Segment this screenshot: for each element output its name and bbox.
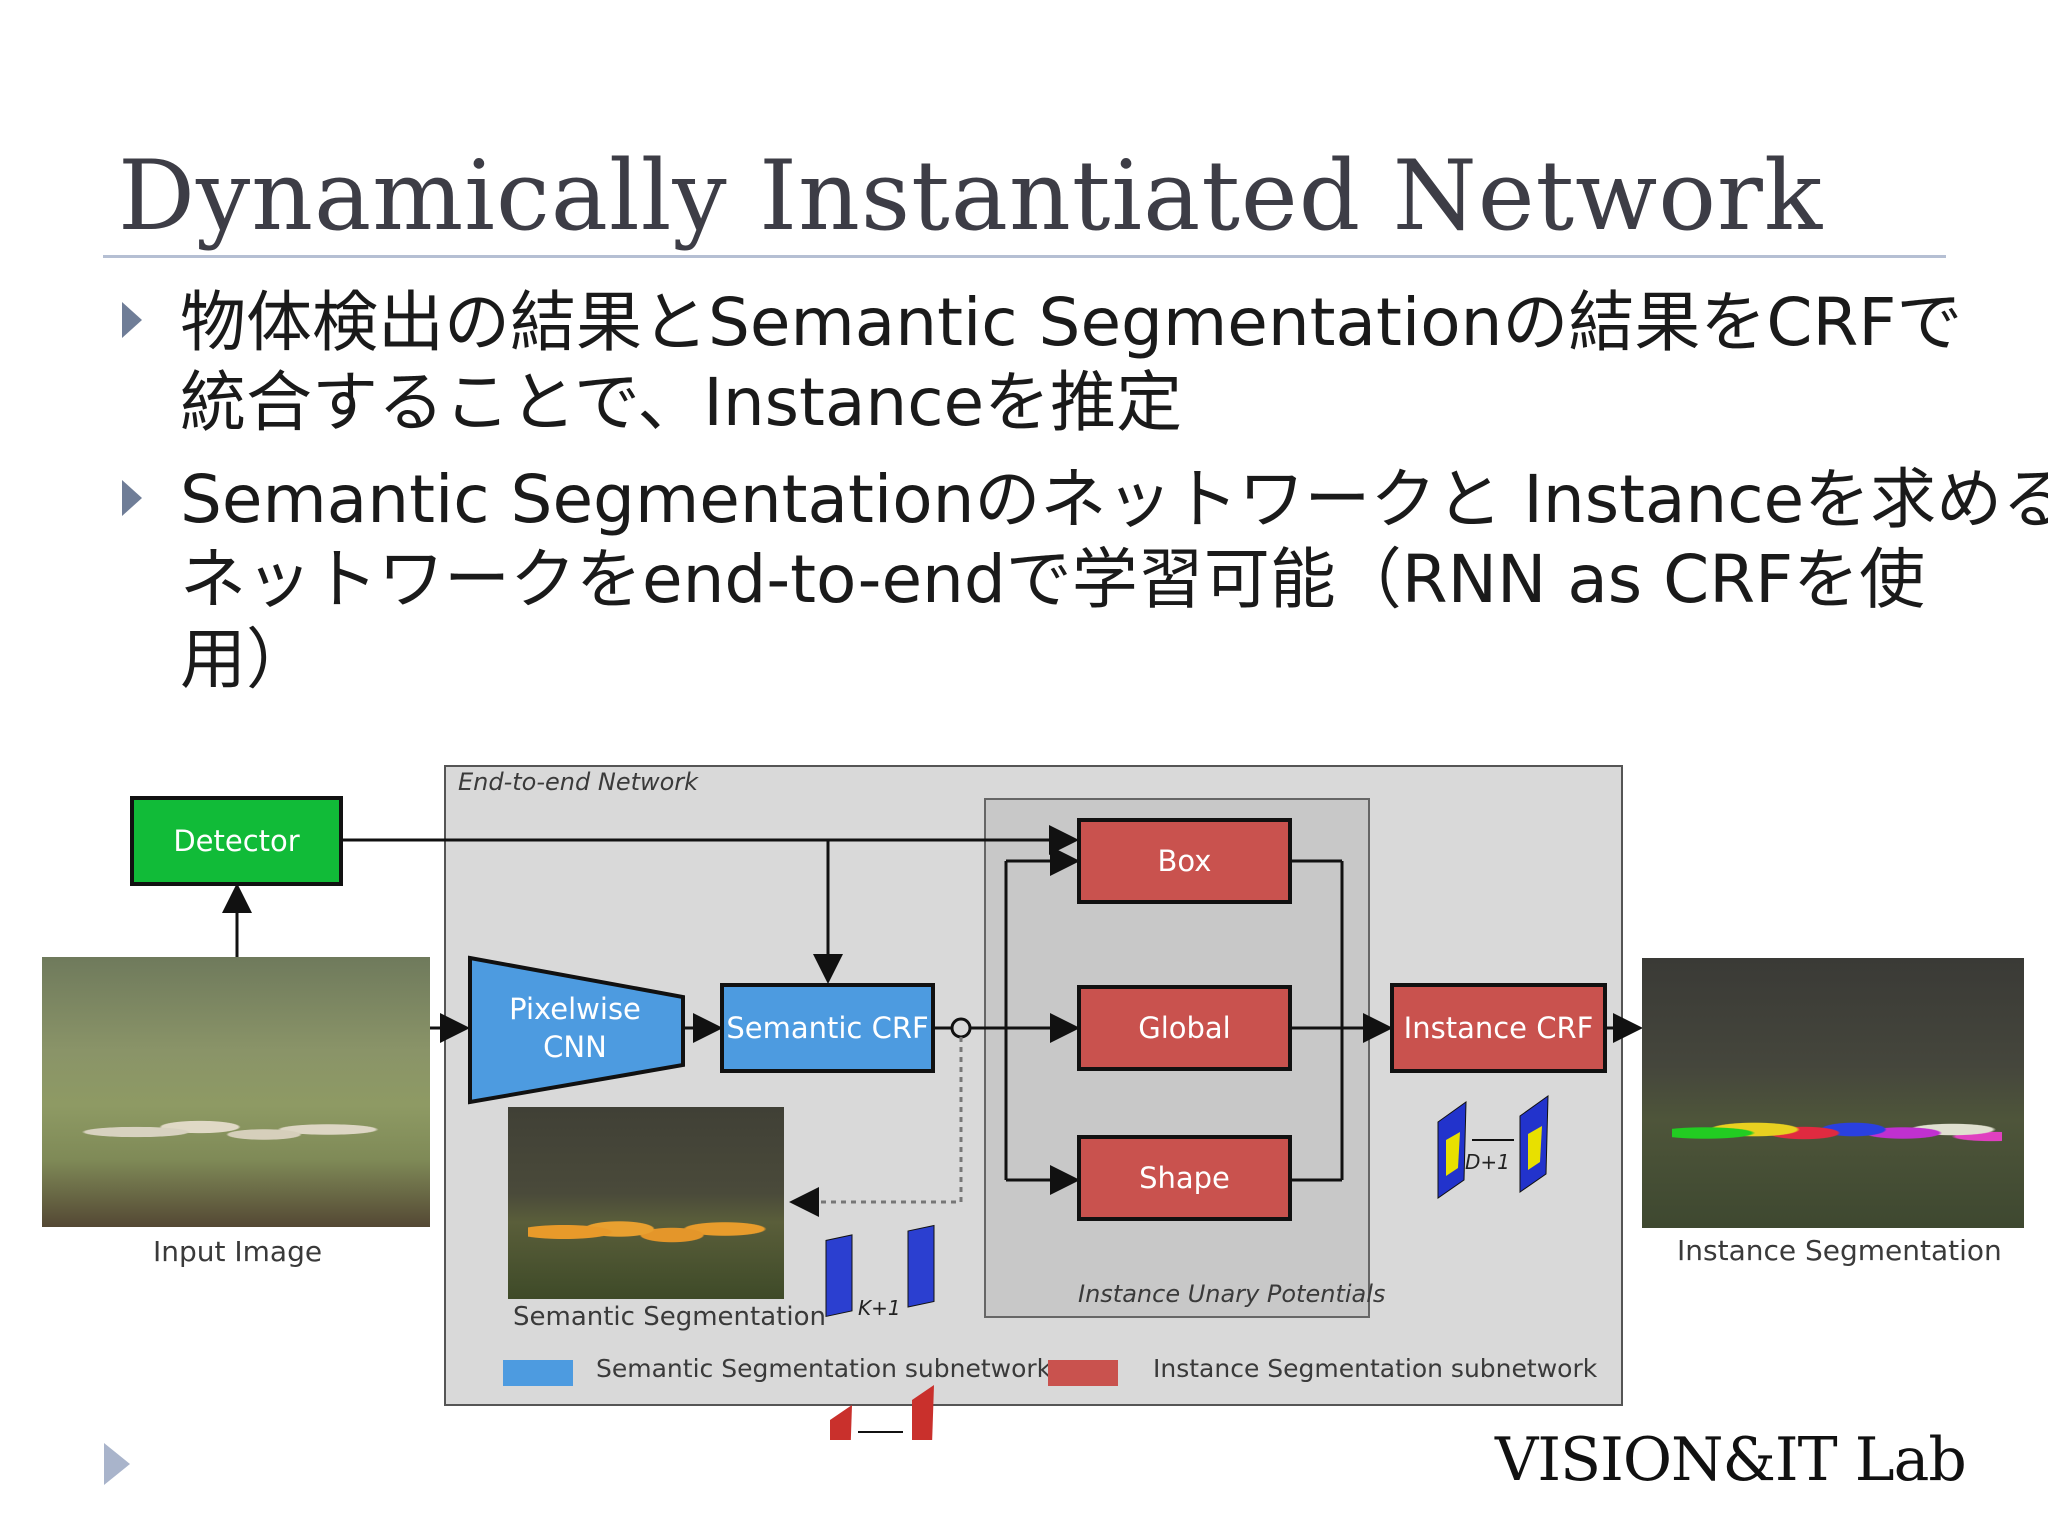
connector-lines	[222, 825, 1643, 1440]
legend-instance-swatch	[1048, 1360, 1118, 1386]
legend-semantic-label: Semantic Segmentation subnetwork	[596, 1354, 1052, 1383]
bullet-1-line-2: 統合することで、Instanceを推定	[180, 364, 1183, 441]
bullet-1-marker	[122, 302, 142, 338]
legend-semantic-swatch	[503, 1360, 573, 1386]
cnn-line-2: CNN	[543, 1030, 607, 1064]
legend-instance-label: Instance Segmentation subnetwork	[1153, 1354, 1598, 1383]
semantic-segmentation-image	[508, 1107, 784, 1299]
cnn-line-1: Pixelwise	[509, 992, 641, 1026]
bullet-2-line-3: 用）	[180, 621, 312, 698]
semantic-crf-box: Semantic CRF	[720, 983, 935, 1073]
bullet-1-text: 物体検出の結果とSemantic Segmentationの結果をCRFで 統合…	[180, 283, 1963, 443]
unary-potentials-label: Instance Unary Potentials	[1078, 1280, 1386, 1308]
bullet-2-line-1: Semantic Segmentationのネットワークと Instanceを求…	[180, 461, 2048, 538]
lab-logo: VISION&IT Lab	[1495, 1425, 1967, 1495]
input-image-caption: Input Image	[153, 1235, 323, 1268]
slide-title: Dynamically Instantiated Network	[118, 140, 1824, 252]
instance-segmentation-image	[1642, 958, 2024, 1228]
instance-segmentation-caption: Instance Segmentation	[1677, 1234, 2002, 1267]
global-node: Global	[1077, 985, 1292, 1071]
title-rule	[103, 255, 1946, 258]
instance-sheep-masks	[1672, 1098, 2002, 1168]
sheep-flock	[72, 1107, 392, 1157]
instance-crf-box: Instance CRF	[1390, 983, 1607, 1073]
k-plus-one-label: K+1	[858, 1296, 901, 1320]
pixelwise-cnn-shape	[468, 955, 685, 1105]
detector-box: Detector	[130, 796, 343, 886]
input-image	[42, 957, 430, 1227]
shape-node: Shape	[1077, 1135, 1292, 1221]
network-diagram: End-to-end Network Instance Unary Potent…	[0, 740, 2048, 1440]
box-node: Box	[1077, 818, 1292, 904]
network-label: End-to-end Network	[458, 768, 699, 796]
next-slide-arrow	[104, 1443, 130, 1485]
bullet-2-line-2: ネットワークをend-to-endで学習可能（RNN as CRFを使	[180, 541, 1926, 618]
d-plus-one-label: D+1	[1465, 1150, 1510, 1174]
semantic-segmentation-caption: Semantic Segmentation	[513, 1302, 826, 1332]
pixelwise-cnn-label: Pixelwise CNN	[470, 983, 680, 1073]
semantic-sheep-mask	[528, 1202, 768, 1262]
bullet-2-text: Semantic Segmentationのネットワークと Instanceを求…	[180, 460, 2048, 700]
bullet-1-line-1: 物体検出の結果とSemantic Segmentationの結果をCRFで	[180, 284, 1963, 361]
bullet-2-marker	[122, 480, 142, 516]
